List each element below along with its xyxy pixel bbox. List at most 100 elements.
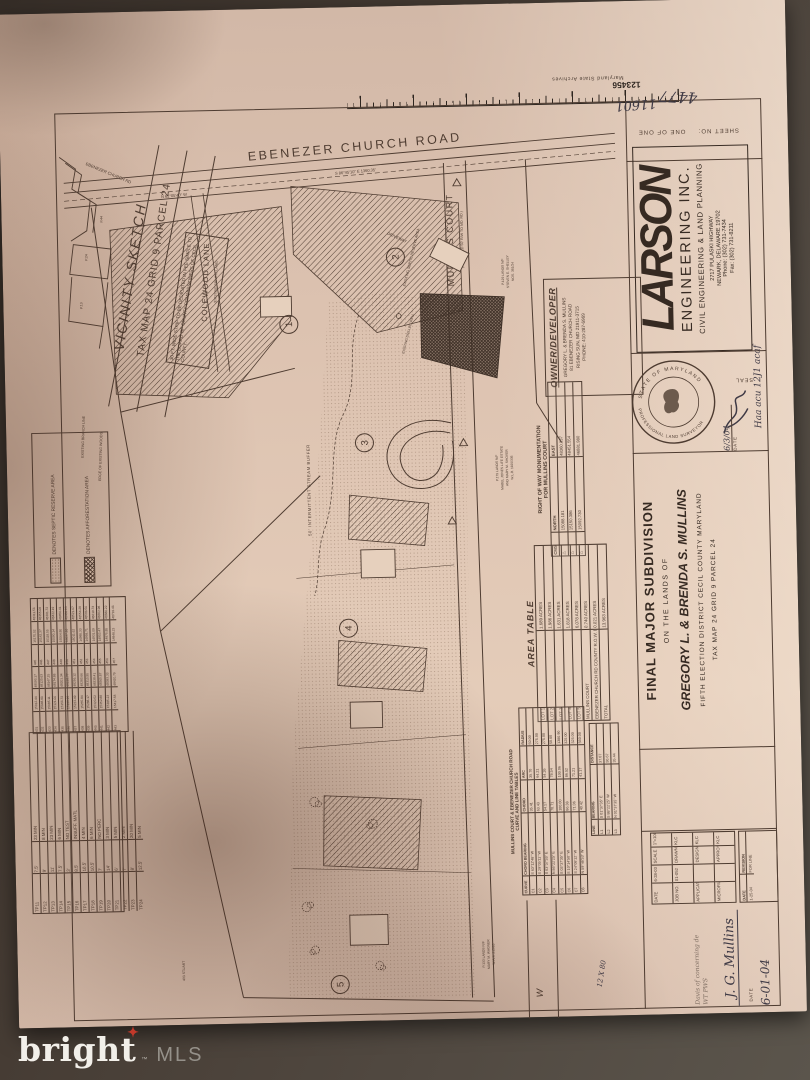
stream-buffer-label: 50' INTERMITTENT STREAM BUFFER — [305, 444, 312, 536]
seal-area: STATE OF MARYLAND PROFESSIONAL LAND SURV… — [631, 360, 749, 444]
svg-text:MABEL JONES LIFE ESTATE: MABEL JONES LIFE ESTATE — [500, 445, 505, 490]
sheet-value: ONE OF ONE — [637, 127, 686, 135]
table-cell: 48093.17 — [32, 665, 39, 689]
lot4-number: 4 — [344, 625, 355, 631]
seal-outer-ring — [631, 360, 716, 444]
svg-text:MARY M. WAGNER: MARY M. WAGNER — [486, 939, 491, 969]
table-cell: DESIGNED BY — [693, 844, 714, 864]
seal-label: SEAL — [735, 376, 754, 383]
pencil-notes: Davis of concerning de WT PWS — [693, 924, 725, 1005]
table-cell: 15170.02 — [31, 621, 38, 644]
star-icon: ✦ — [127, 1025, 140, 1041]
signature-date-value: 6-01-04 — [757, 958, 773, 1006]
table-cell: 446 — [38, 643, 45, 666]
svg-text:P.179 LANDS N/F: P.179 LANDS N/F — [495, 455, 500, 481]
vicinity-sketch — [58, 157, 112, 349]
seal-crest — [663, 389, 680, 414]
table-cell: TP14 — [56, 872, 65, 913]
table-cell: 48422.19 — [51, 606, 56, 621]
table-cell: REVISION — [740, 854, 746, 873]
adjoiner-1: P.129 LANDS N/F STEVEN E. SHELLEY NOS. 3… — [500, 254, 515, 288]
table-cell: 432 — [39, 710, 46, 733]
sheet-label: SHEET NO: — [697, 126, 740, 134]
lot-circles — [279, 247, 405, 994]
pencil-note-1: Davis of concerning de — [693, 934, 702, 1005]
svg-text:NOS. 381/24: NOS. 381/24 — [511, 262, 515, 281]
vicinity-p3: P.13 — [79, 302, 83, 309]
table-cell: 1 — [635, 79, 641, 90]
branch-label: EXISTING BRANCH LINE — [81, 415, 86, 458]
table-cell: FOR LINE — [747, 854, 753, 873]
owner-signature-block: J. G. Mullins DATE 6-01-04 — [719, 897, 778, 1007]
boundary-lines — [90, 159, 562, 1002]
lot1-number: 1 — [284, 322, 295, 328]
table-cell: KLC — [672, 836, 678, 845]
table-cell: 3 — [626, 79, 632, 90]
brightmls-watermark: bright✦ ™ MLS — [18, 1025, 204, 1076]
table-cell: SCALE — [651, 845, 672, 865]
table-cell: 447 — [44, 643, 52, 666]
lot2-number: 2 — [391, 254, 402, 260]
svg-text:W.L.B. 1160/335: W.L.B. 1160/335 — [510, 455, 515, 479]
table-cell — [693, 863, 715, 882]
table-cell: 48391.72 — [44, 606, 49, 621]
table-cell: 2 — [631, 79, 637, 90]
trademark-symbol: ™ — [141, 1057, 148, 1063]
table-cell: 15048.90 — [39, 688, 46, 711]
lot3-number: 3 — [360, 440, 371, 446]
ebenezer-road-label: EBENEZER CHURCH ROAD — [247, 130, 462, 164]
svg-text:AND MARY M. SHOVER: AND MARY M. SHOVER — [505, 449, 510, 486]
plat-drawing: EBENEZER CHURCH ROAD S 86°45'10" E 1360.… — [58, 130, 616, 1002]
road-bearing-2: N 62°05'40" W — [161, 192, 188, 199]
legend-swatch-septic — [50, 557, 62, 584]
adjoiner-3: P.133 LANDS N/F MARY M. WAGNER W.A.S. 21… — [481, 939, 496, 969]
seal-date-label: DATE — [730, 404, 738, 451]
table-cell: 48174.88 — [52, 665, 59, 689]
table-cell: 445 — [31, 643, 38, 667]
well-symbol — [395, 313, 402, 319]
table-cell: 48201.34 — [58, 665, 65, 688]
table-cell: 48355.08 — [38, 606, 43, 621]
table-cell: 15121.06 — [52, 687, 59, 711]
table-cell: 448 — [51, 643, 58, 666]
table-cell: 15142.37 — [37, 621, 44, 644]
table-cell: 15090.14 — [51, 620, 58, 644]
table-cell: 7.5' — [56, 840, 64, 874]
table-cell: TP12 — [40, 873, 49, 913]
pencil-note-2: WT PWS — [702, 978, 710, 1005]
road-bearing-1: S 86°45'10" E 1360.35' — [335, 167, 377, 176]
handwriting-top-1: 4477 — [658, 86, 698, 107]
table-cell: 15118.55 — [44, 621, 51, 644]
mullins-court-sublabel: (PROPOSED 50' R/W TO MD. RD.) — [459, 211, 464, 268]
table-cell: TP13 — [48, 873, 57, 913]
table-cell: 433 — [46, 710, 53, 733]
table-cell: 435 — [59, 710, 66, 733]
table-cell: TP11 — [32, 873, 41, 914]
brightmls-mls-text: MLS — [156, 1044, 204, 1066]
vicinity-p1: P.24 — [84, 254, 88, 261]
vicinity-road-label: EBENEZER CHURCH RD — [85, 161, 132, 185]
building-footprints — [259, 237, 470, 946]
brightmls-brand-text: bright — [18, 1030, 137, 1069]
table-cell: 4 — [621, 80, 627, 91]
table-cell: 1"=100' — [651, 833, 657, 846]
monument-triangles — [447, 177, 469, 525]
table-cell: 6 — [612, 80, 618, 91]
plat-title-block: FINAL MAJOR SUBDIVISION ON THE LANDS OF … — [637, 454, 771, 745]
vicinity-band-lines — [108, 145, 216, 418]
woods-edge-label: EDGE OF EXISTING WOODS — [98, 431, 104, 481]
table-cell: 01-052 — [672, 863, 694, 883]
table-cell: 434 — [53, 710, 60, 733]
table-cell: 5 — [616, 80, 622, 91]
table-cell: 11' — [48, 840, 56, 874]
stream-line — [314, 314, 359, 597]
vicinity-p2: P.44 — [99, 216, 103, 223]
